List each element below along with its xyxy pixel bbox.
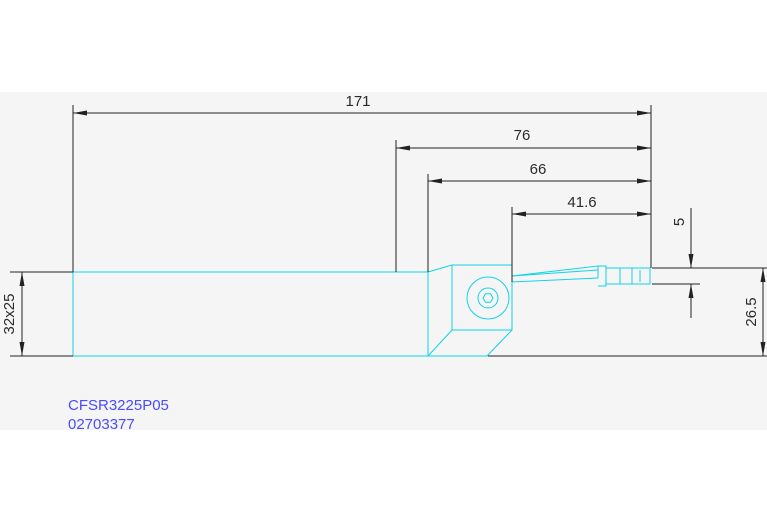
part-info: CFSR3225P05 02703377 — [68, 397, 169, 433]
part-code: CFSR3225P05 — [68, 397, 169, 414]
arrow-171-left — [73, 110, 87, 116]
arrow-5-bottom — [688, 284, 694, 298]
dimension-lines — [10, 105, 767, 357]
insert-back — [598, 265, 607, 287]
arrow-5-top — [688, 254, 694, 268]
clamp-circle-outer — [466, 276, 510, 320]
insert-body — [606, 267, 651, 285]
dim-label-41-6: 41.6 — [567, 194, 596, 211]
arrow-26-5-bottom — [760, 342, 766, 356]
blade-line — [511, 269, 599, 277]
arrow-32x25-top — [19, 272, 25, 286]
tool-outline — [72, 264, 651, 357]
clamp-screw-hex — [482, 293, 494, 303]
arrow-41-6-left — [512, 211, 526, 217]
blade-body — [511, 265, 599, 283]
dim-label-66: 66 — [530, 161, 547, 178]
dim-label-171: 171 — [345, 93, 370, 110]
arrow-76-left — [396, 145, 410, 151]
arrow-66-right — [637, 178, 651, 184]
shank-body — [72, 271, 429, 357]
arrow-76-right — [637, 145, 651, 151]
dim-label-76: 76 — [514, 127, 531, 144]
arrow-66-left — [428, 178, 442, 184]
dim-label-5: 5 — [671, 218, 688, 226]
part-number: 02703377 — [68, 416, 135, 433]
arrow-171-right — [637, 110, 651, 116]
dim-label-32x25: 32x25 — [1, 294, 18, 335]
arrow-41-6-right — [637, 211, 651, 217]
head-edge-c — [427, 329, 453, 357]
arrow-32x25-bottom — [19, 342, 25, 356]
dim-label-26-5: 26.5 — [743, 297, 760, 326]
clamp-circle-inner — [477, 287, 499, 309]
dimension-labels: 171 76 66 41.6 5 26.5 32x25 — [1, 93, 760, 334]
arrow-26-5-top — [760, 268, 766, 282]
